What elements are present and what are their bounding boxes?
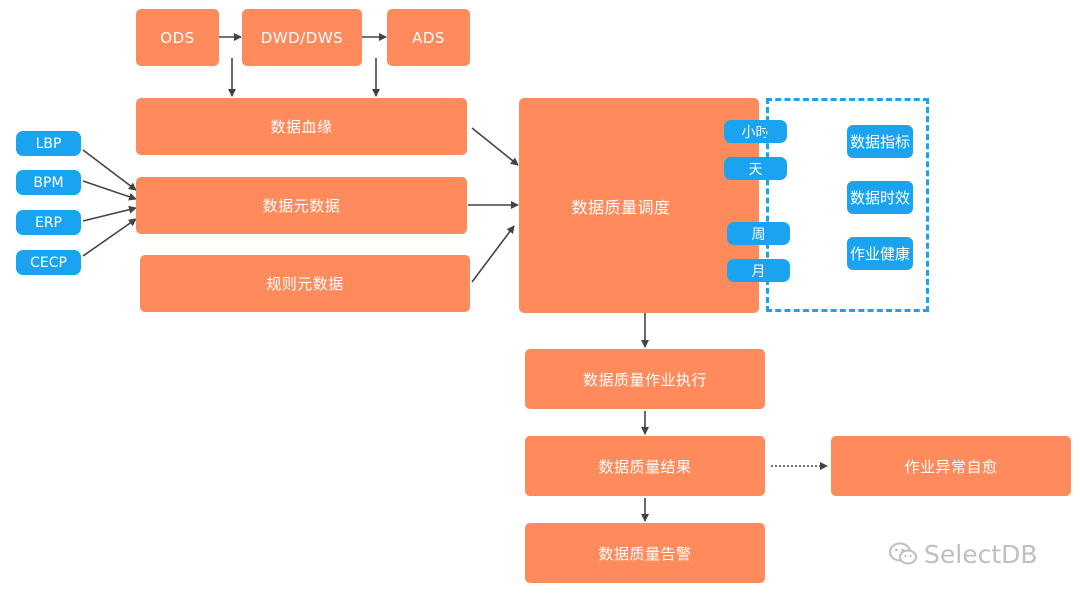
ods-box: ODS bbox=[136, 9, 219, 66]
metric-data-indicator: 数据指标 bbox=[847, 125, 913, 158]
arrow-bpm-metadata bbox=[82, 180, 137, 201]
metric-data-timeliness: 数据时效 bbox=[847, 181, 913, 214]
frequency-week: 周 bbox=[727, 222, 790, 245]
frequency-hour: 小时 bbox=[724, 120, 787, 143]
source-lbp: LBP bbox=[16, 131, 81, 156]
quality-job-execute-box: 数据质量作业执行 bbox=[525, 349, 765, 409]
metric-job-health: 作业健康 bbox=[847, 237, 913, 270]
source-erp: ERP bbox=[16, 210, 81, 235]
frequency-month: 月 bbox=[727, 259, 790, 282]
metrics-group bbox=[766, 98, 929, 312]
rule-metadata-box: 规则元数据 bbox=[140, 255, 470, 312]
source-bpm: BPM bbox=[16, 170, 81, 195]
ads-box: ADS bbox=[387, 9, 470, 66]
watermark: SelectDB bbox=[888, 536, 1038, 572]
arrow-erp-metadata bbox=[82, 205, 137, 222]
arrow-lineage-scheduler bbox=[471, 127, 519, 166]
wechat-icon bbox=[889, 542, 917, 565]
data-metadata-box: 数据元数据 bbox=[136, 177, 467, 234]
arrow-cecp-metadata bbox=[82, 218, 137, 257]
arrow-lbp-metadata bbox=[82, 149, 137, 191]
source-cecp: CECP bbox=[16, 250, 81, 275]
data-lineage-box: 数据血缘 bbox=[136, 98, 467, 155]
arrow-rules-scheduler bbox=[471, 225, 515, 283]
quality-result-box: 数据质量结果 bbox=[525, 436, 765, 496]
dwd-dws-box: DWD/DWS bbox=[242, 9, 362, 66]
quality-alert-box: 数据质量告警 bbox=[525, 523, 765, 583]
quality-scheduler-box: 数据质量调度 bbox=[519, 98, 759, 313]
job-self-heal-box: 作业异常自愈 bbox=[831, 436, 1071, 496]
frequency-day: 天 bbox=[724, 157, 787, 180]
watermark-text: SelectDB bbox=[924, 539, 1038, 569]
